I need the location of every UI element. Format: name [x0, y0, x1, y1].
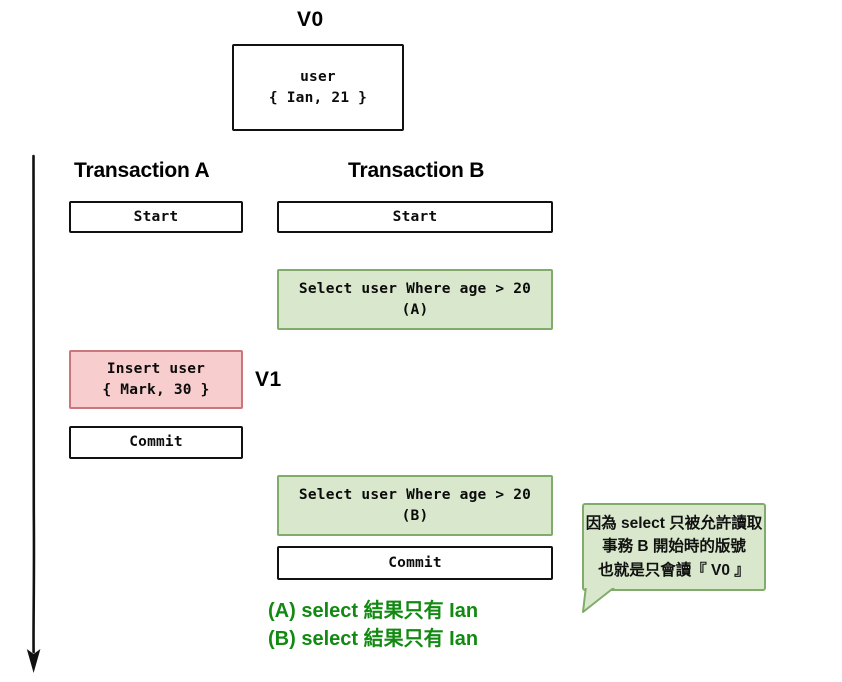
- callout-line-1: 因為 select 只被允許讀取: [585, 514, 763, 532]
- callout-line-3: 也就是只會讀『 V0 』: [598, 561, 750, 579]
- txn-a-start-label: Start: [133, 208, 179, 225]
- timeline-arrow: [26, 154, 41, 673]
- txn-b-commit-label: Commit: [388, 554, 442, 571]
- txn-a-insert-line1: Insert user: [106, 360, 206, 377]
- txn-a-insert-line2: { Mark, 30 }: [102, 381, 210, 398]
- initial-record-row: { Ian, 21 }: [268, 89, 368, 106]
- initial-record-table: user: [300, 68, 336, 85]
- txn-a-commit-box: Commit: [69, 426, 243, 459]
- version-label-v0: V0: [297, 8, 324, 31]
- txn-b-select-b-line1: Select user Where age > 20: [298, 486, 532, 503]
- column-title-transaction-a: Transaction A: [74, 159, 210, 182]
- txn-b-select-a-line1: Select user Where age > 20: [298, 280, 532, 297]
- column-title-transaction-b: Transaction B: [348, 159, 485, 182]
- callout-bubble: 因為 select 只被允許讀取 事務 B 開始時的版號 也就是只會讀『 V0 …: [582, 503, 766, 591]
- txn-a-start-box: Start: [69, 201, 243, 233]
- result-line-b: (B) select 結果只有 Ian: [268, 628, 479, 650]
- txn-b-commit-box: Commit: [277, 546, 553, 580]
- callout-line-2: 事務 B 開始時的版號: [602, 538, 746, 556]
- txn-b-start-label: Start: [392, 208, 438, 225]
- txn-b-select-a-line2: (A): [401, 301, 429, 318]
- result-line-a: (A) select 結果只有 Ian: [268, 600, 479, 622]
- txn-b-select-b-line2: (B): [401, 507, 429, 524]
- txn-b-select-b-box: Select user Where age > 20 (B): [277, 475, 553, 536]
- version-label-v1: V1: [255, 368, 282, 391]
- txn-b-start-box: Start: [277, 201, 553, 233]
- txn-a-commit-label: Commit: [129, 434, 183, 451]
- txn-b-select-a-box: Select user Where age > 20 (A): [277, 269, 553, 330]
- initial-record-box: user { Ian, 21 }: [232, 44, 404, 131]
- txn-a-insert-box: Insert user { Mark, 30 }: [69, 350, 243, 409]
